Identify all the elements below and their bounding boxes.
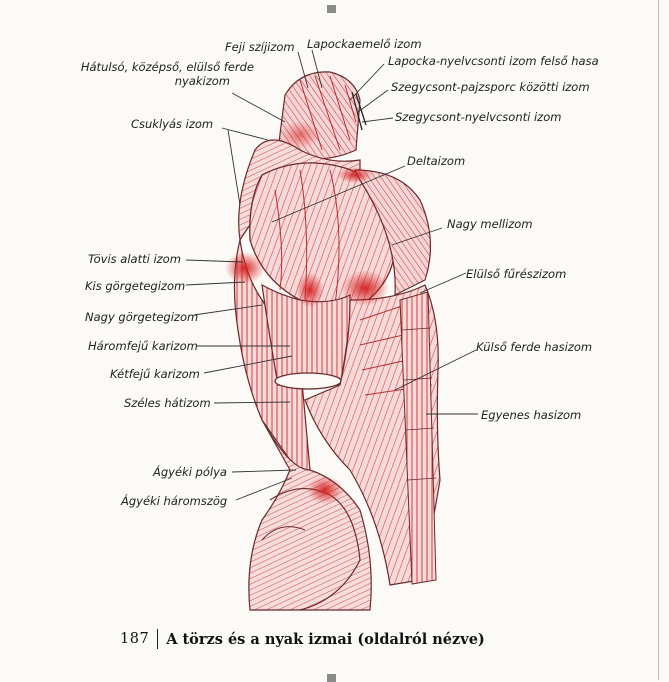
label-egyenes: Egyenes hasizom bbox=[481, 408, 582, 422]
label-nagym: Nagy mellizom bbox=[447, 217, 533, 231]
label-elulso-fur: Elülső fűrészizom bbox=[466, 267, 567, 281]
hip-region bbox=[248, 419, 372, 611]
label-csuklyas: Csuklyás izom bbox=[131, 117, 214, 131]
label-lapockaemelo: Lapockaemelő izom bbox=[307, 37, 422, 51]
label-szeles: Széles hátizom bbox=[124, 396, 211, 410]
label-szegy-nyelv: Szegycsont-nyelvcsonti izom bbox=[395, 110, 562, 124]
label-haromfeju: Háromfejű karizom bbox=[88, 339, 198, 353]
pectoralis bbox=[354, 169, 432, 296]
label-szegy-pajzs: Szegycsont-pajzsporc közötti izom bbox=[391, 80, 590, 94]
scan-edge-mark-top bbox=[327, 5, 336, 13]
label-feji: Feji szíjizom bbox=[225, 40, 295, 54]
label-tovis: Tövis alatti izom bbox=[88, 252, 181, 266]
figure-number: 187 bbox=[120, 631, 150, 647]
rectus-strip bbox=[399, 291, 437, 585]
label-ketfeju: Kétfejű karizom bbox=[110, 367, 200, 381]
label-agyekih: Ágyéki háromszög bbox=[121, 494, 228, 508]
figure-caption: 187 A törzs és a nyak izmai (oldalról né… bbox=[120, 629, 485, 649]
label-agyekip: Ágyéki pólya bbox=[153, 465, 227, 479]
label-kis: Kis görgetegizom bbox=[85, 279, 186, 293]
label-kulso-ferde: Külső ferde hasizom bbox=[476, 340, 593, 354]
label-nagyg: Nagy görgetegizom bbox=[85, 310, 199, 324]
label-delta: Deltaizom bbox=[407, 154, 466, 168]
figure-title: A törzs és a nyak izmai (oldalról nézve) bbox=[166, 630, 485, 648]
caption-separator bbox=[157, 629, 159, 649]
leader-lines bbox=[185, 49, 478, 501]
label-lapocka-nyelv: Lapocka-nyelvcsonti izom felső hasa bbox=[388, 54, 599, 68]
label-nyakizom: nyakizom bbox=[174, 74, 230, 88]
scan-edge-mark-bottom bbox=[327, 674, 336, 682]
label-hatulso: Hátulsó, középső, elülső ferde bbox=[80, 60, 254, 74]
page-edge-line bbox=[658, 0, 659, 680]
